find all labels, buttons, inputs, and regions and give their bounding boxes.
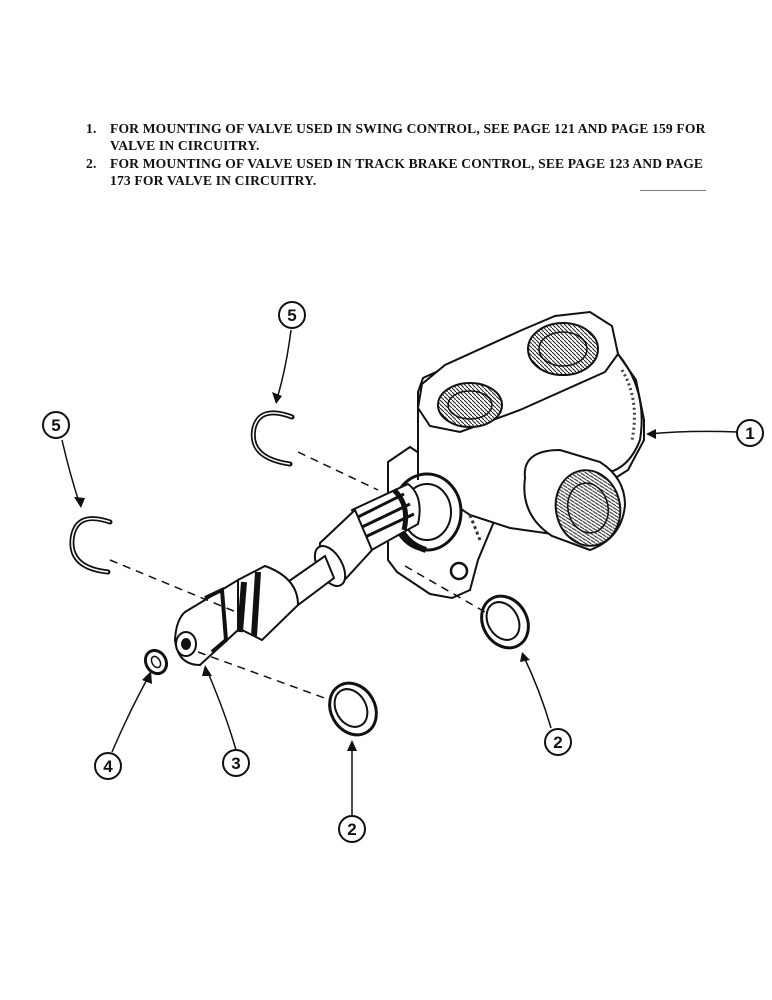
callout-5-lower-label: 5: [51, 416, 60, 435]
callout-2-lower: 2: [338, 815, 366, 843]
washer: [143, 648, 169, 676]
callout-3: 3: [222, 749, 250, 777]
callout-1-label: 1: [745, 424, 754, 443]
note-2-number: 2.: [86, 156, 97, 171]
top-port-right: [527, 322, 599, 376]
seal-right: [480, 594, 530, 650]
snap-ring-upper: [250, 410, 295, 467]
spool-front-land: [237, 564, 300, 642]
notes-list: 1. FOR MOUNTING OF VALVE USED IN SWING C…: [86, 120, 726, 190]
note-underline: [640, 190, 706, 191]
note-1-text: FOR MOUNTING OF VALVE USED IN SWING CONT…: [110, 121, 706, 153]
flange-bolt-hole: [449, 561, 469, 581]
callout-5-upper-label: 5: [287, 306, 296, 325]
side-port: [554, 469, 622, 547]
valve-body: [387, 310, 645, 600]
snap-ring-lower: [69, 516, 113, 575]
callout-5-lower: 5: [42, 411, 70, 439]
note-2: 2. FOR MOUNTING OF VALVE USED IN TRACK B…: [86, 155, 726, 189]
valve-spool: [173, 482, 421, 667]
callout-2-right-label: 2: [553, 733, 562, 752]
callout-4-label: 4: [103, 757, 113, 776]
callout-2-right: 2: [544, 728, 572, 756]
note-1-number: 1.: [86, 121, 97, 136]
callout-2-lower-label: 2: [347, 820, 356, 839]
callout-1: 1: [736, 419, 764, 447]
callout-5-upper: 5: [278, 301, 306, 329]
note-2-text: FOR MOUNTING OF VALVE USED IN TRACK BRAK…: [110, 156, 704, 188]
top-port-left: [437, 382, 503, 428]
callout-3-label: 3: [231, 754, 240, 773]
callout-4: 4: [94, 752, 122, 780]
note-1: 1. FOR MOUNTING OF VALVE USED IN SWING C…: [86, 120, 726, 154]
seal-lower: [328, 681, 378, 737]
assembly-lines: [109, 451, 486, 701]
